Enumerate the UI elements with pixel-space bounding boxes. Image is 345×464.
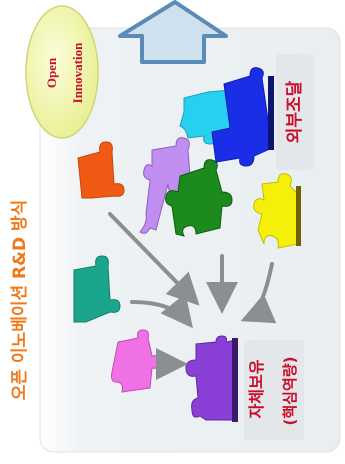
- arrow-orange-to-core: [108, 212, 200, 306]
- external-sourcing-label: 외부조달: [285, 80, 305, 144]
- puzzle-lavender-icon: [139, 137, 191, 234]
- open-innovation-badge: [25, 5, 99, 139]
- vertical-title: 오픈 이노베이션 R&D 방식: [10, 199, 30, 401]
- internal-label-line2: (핵심역량): [281, 356, 299, 426]
- arrow-teal-to-core: [130, 293, 194, 329]
- big-up-arrow-icon: [118, 0, 228, 64]
- badge-line-innovation: Innovation: [70, 42, 85, 104]
- badge-line-open: Open: [44, 57, 59, 89]
- puzzle-orange-icon: [77, 141, 125, 199]
- internal-label-line1: 자체보유: [247, 359, 266, 419]
- puzzle-blue-icon: [211, 67, 274, 167]
- flow-arrows: [108, 212, 277, 380]
- internal-label-box: [244, 340, 304, 440]
- puzzle-yellow-icon: [253, 173, 301, 249]
- arrow-yellow-to-core: [240, 262, 277, 324]
- puzzle-teal-icon: [73, 255, 121, 323]
- external-label-box: [276, 54, 314, 170]
